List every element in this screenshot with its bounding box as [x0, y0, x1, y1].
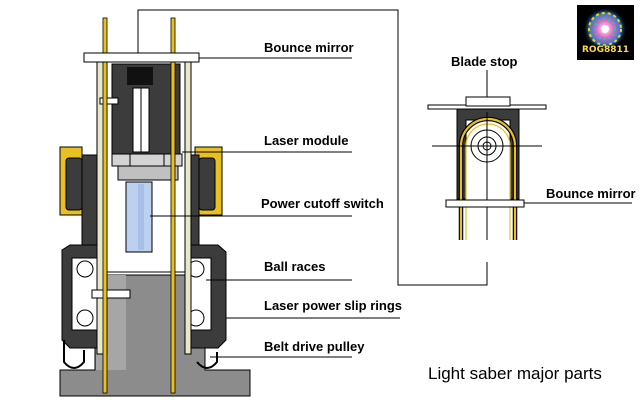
blade-stop-bounce-mirror	[445, 199, 525, 208]
outer-tube-right-wall	[184, 61, 192, 355]
blade-stop-loop-inner	[465, 123, 511, 240]
laser-module-window	[127, 67, 153, 85]
label-blade-stop: Blade stop	[451, 54, 518, 69]
slip-ring-screw	[91, 289, 131, 299]
blade-stop-loop-gold	[459, 117, 517, 240]
logo-text: ROG8811	[581, 45, 630, 55]
color-wheel-logo-icon	[577, 5, 634, 60]
left-housing-side	[81, 154, 98, 246]
label-belt-drive-pulley: Belt drive pulley	[264, 339, 365, 354]
bounce-mirror-plate	[83, 52, 200, 63]
label-bounce-mirror-detail: Bounce mirror	[546, 186, 636, 201]
right-housing-inner	[198, 157, 216, 211]
switch-plate-lower	[117, 165, 179, 181]
right-pulley-hook	[196, 352, 218, 369]
label-bounce-mirror: Bounce mirror	[264, 40, 354, 55]
left-housing-inner	[65, 157, 83, 211]
blade-stop-cap	[465, 96, 511, 107]
label-power-cutoff-switch: Power cutoff switch	[261, 196, 384, 211]
left-pulley-hook	[63, 340, 85, 369]
logo: ROG8811	[577, 5, 634, 60]
connector-loop	[137, 9, 488, 286]
label-laser-power-slip-rings: Laser power slip rings	[264, 298, 402, 313]
laser-module-screw	[99, 97, 119, 105]
right-gold-rod	[170, 17, 176, 394]
left-ball-lower	[76, 309, 94, 327]
left-gold-rod	[102, 17, 108, 394]
label-laser-module: Laser module	[264, 133, 349, 148]
label-ball-races: Ball races	[264, 259, 326, 274]
left-ball-upper	[76, 260, 94, 278]
diagram-title: Light saber major parts	[428, 364, 602, 383]
